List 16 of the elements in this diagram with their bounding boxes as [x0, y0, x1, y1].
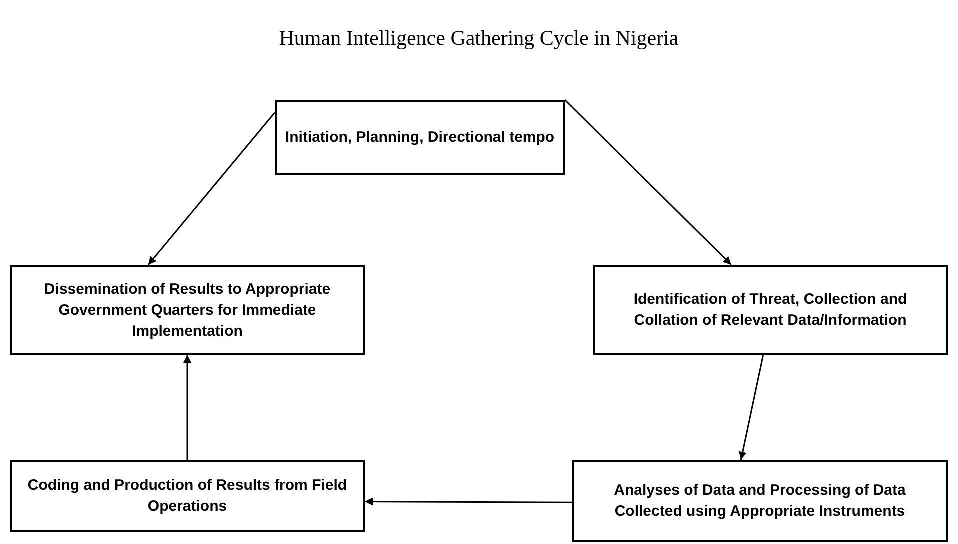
arrow	[365, 498, 572, 506]
box-label: Initiation, Planning, Directional tempo	[285, 128, 555, 148]
box-label: Dissemination of Results to Appropriate Government Quarters for Immediate Implementation	[43, 280, 332, 342]
arrow	[184, 355, 192, 460]
process-box	[10, 460, 365, 532]
box-label: Identification of Threat, Collection and Collation of Relevant Data/Information	[632, 290, 908, 331]
diagram-title: Human Intelligence Gathering Cycle in Nigeria	[278, 26, 680, 51]
box-label: Analyses of Data and Processing of Data Collected using Appropriate Instruments	[613, 481, 907, 522]
arrow	[564, 99, 732, 266]
box-label: Coding and Production of Results from Field Operations	[26, 476, 348, 517]
process-box	[10, 265, 365, 355]
process-box	[275, 100, 565, 175]
process-box	[572, 460, 948, 542]
process-box	[593, 265, 948, 355]
arrow	[148, 112, 276, 266]
arrow	[738, 354, 764, 460]
